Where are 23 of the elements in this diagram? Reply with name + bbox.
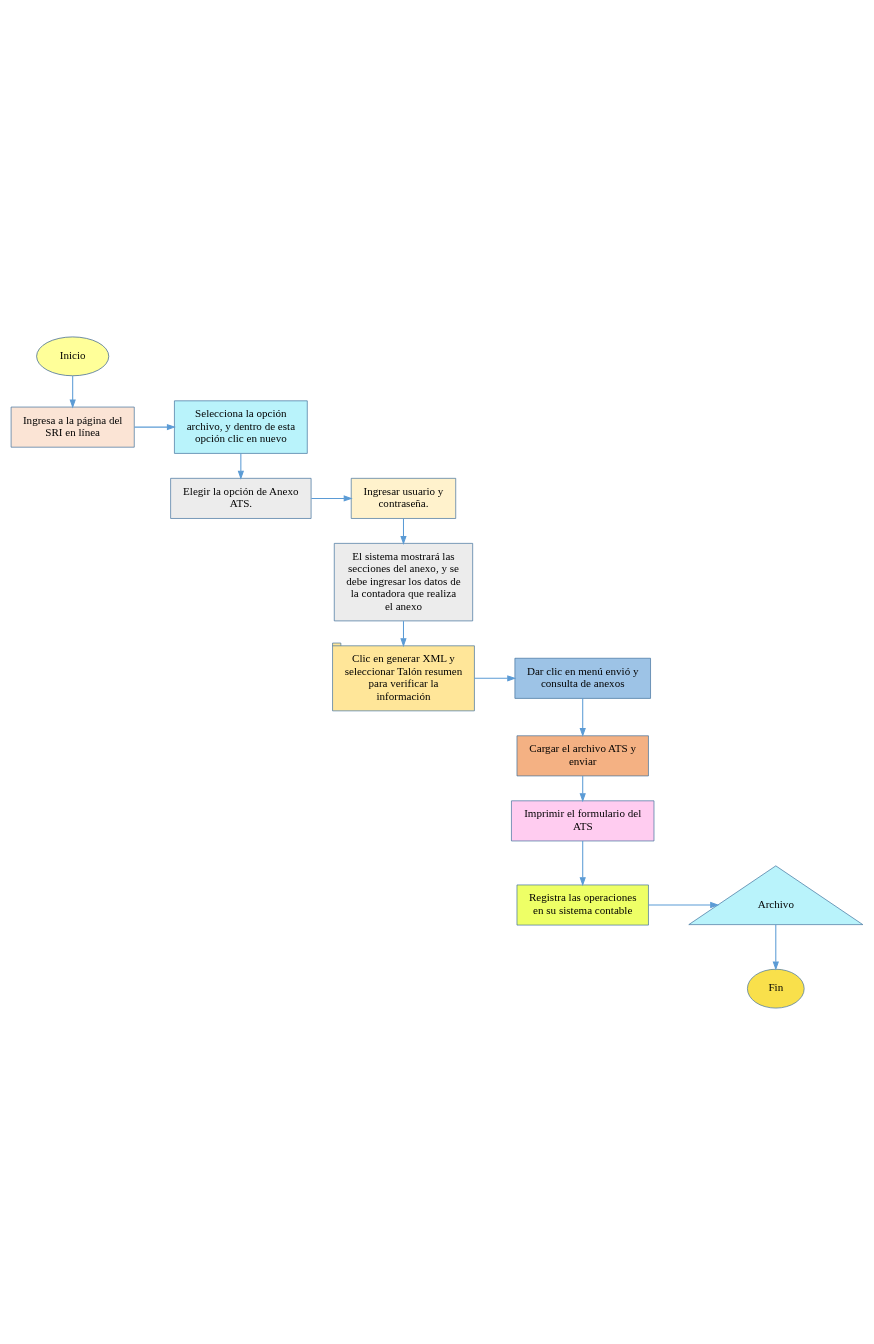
arrow (772, 923, 779, 971)
arrow (648, 901, 720, 908)
arrow (579, 697, 586, 737)
arrow (400, 620, 407, 647)
node-box: El sistema mostrará las secciones del anexo, y se debe ingresar los datos de la contadora que realiza el anexo (333, 542, 474, 621)
node-ellipse: Inicio (36, 336, 110, 376)
node-box: Imprimir el formulario del ATS (511, 799, 655, 841)
node-box: Elegir la opción de Anexo ATS. (170, 477, 312, 519)
node-ellipse: Fin (747, 968, 805, 1008)
node-box: Ingresa a la página del SRI en línea (10, 406, 135, 448)
node-box: Selecciona la opción archivo, y dentro de esta opción clic en nuevo (174, 399, 308, 454)
arrow (579, 774, 586, 802)
arrow (310, 494, 353, 502)
node-box: Registra las operaciones en su sistema contable (516, 884, 649, 925)
node-box: Dar clic en menú envió y consulta de anexos (514, 657, 651, 699)
arrow (237, 452, 244, 480)
arrow (474, 674, 517, 681)
node-box: Ingresar usuario y contraseña. (350, 477, 457, 519)
arrow (133, 423, 176, 430)
arrow (400, 517, 407, 545)
node-box: Cargar el archivo ATS y enviar (516, 734, 649, 776)
arrow (579, 839, 586, 886)
arrow (69, 374, 76, 409)
